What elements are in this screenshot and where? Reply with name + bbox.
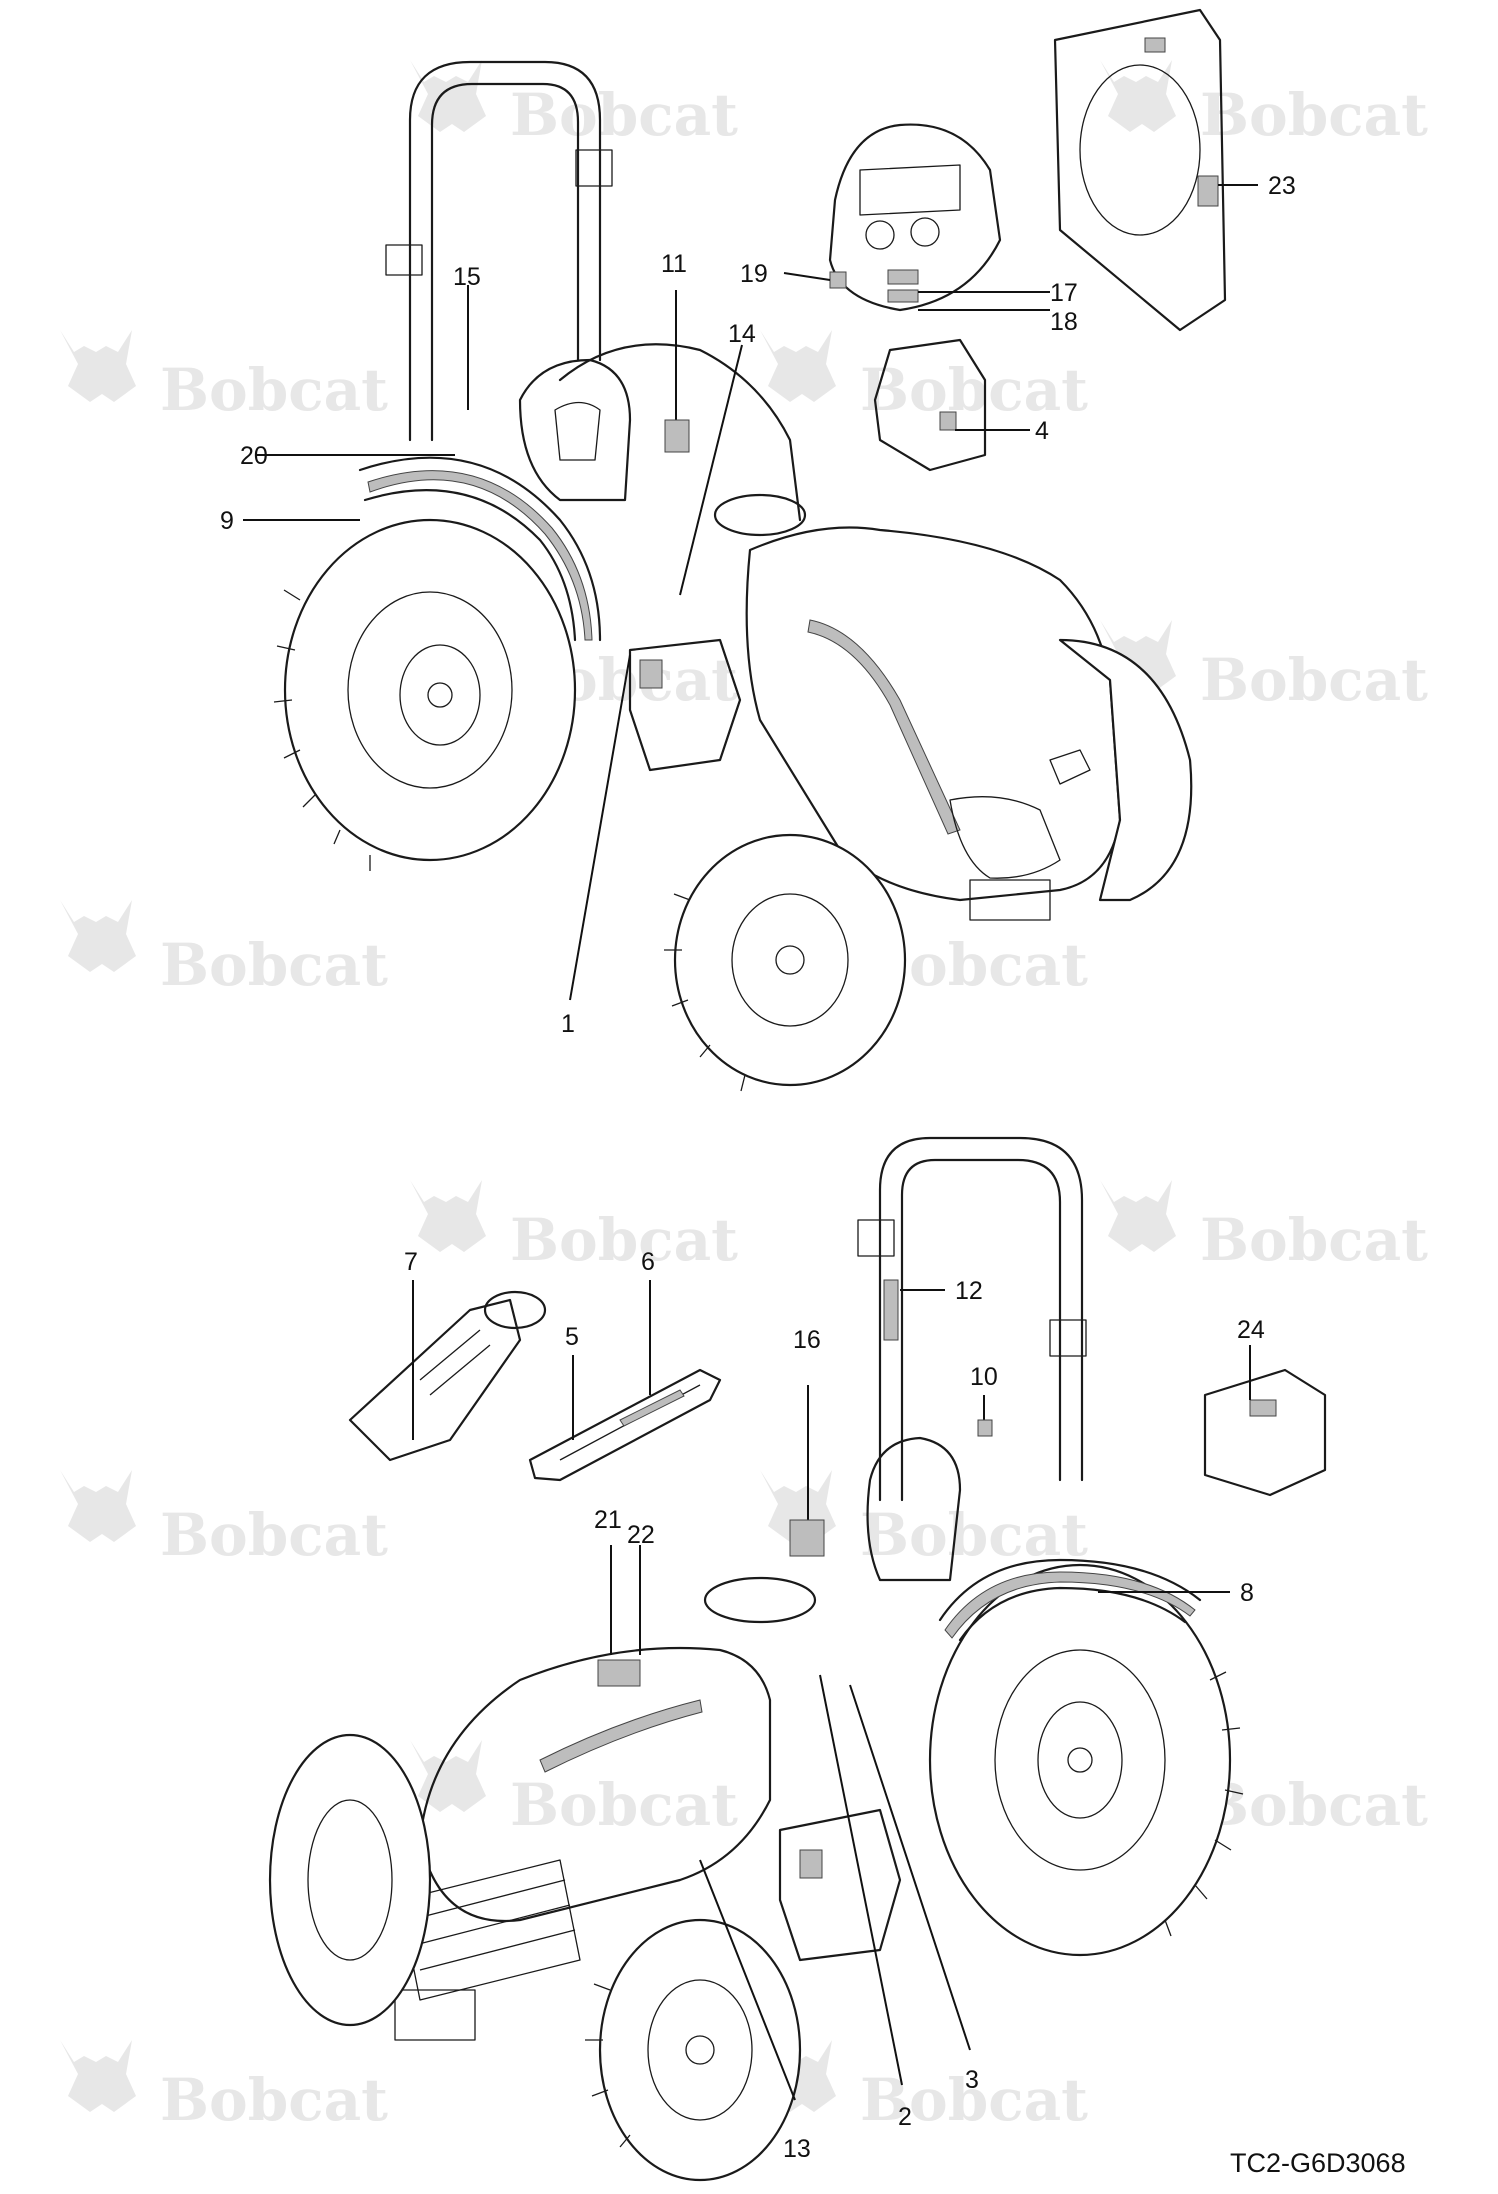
- callout-14: 14: [728, 320, 756, 348]
- leader-lines: [243, 184, 1258, 2101]
- watermark-text: Bobcat: [860, 1501, 1088, 1569]
- watermark-text: Bobcat: [860, 356, 1088, 424]
- watermark-text: Bobcat: [510, 1771, 738, 1839]
- callout-15: 15: [453, 263, 481, 291]
- callout-3: 3: [965, 2066, 979, 2094]
- callout-9: 9: [220, 507, 234, 535]
- callout-23: 23: [1268, 172, 1296, 200]
- callout-13: 13: [783, 2135, 811, 2163]
- watermark-text: Bobcat: [1200, 646, 1428, 714]
- watermark-text: Bobcat: [510, 81, 738, 149]
- watermark-text: Bobcat: [160, 1501, 388, 1569]
- floor-mat-part-7: [348, 1290, 547, 1462]
- callout-24: 24: [1237, 1316, 1265, 1344]
- callout-1: 1: [561, 1010, 575, 1038]
- watermark-text: Bobcat: [160, 356, 388, 424]
- callout-19: 19: [740, 260, 768, 288]
- floor-mat-part-5-6: [528, 1368, 722, 1482]
- watermark-text: Bobcat: [1200, 81, 1428, 149]
- callout-16: 16: [793, 1326, 821, 1354]
- watermark-text: Bobcat: [160, 2066, 388, 2134]
- callout-5: 5: [565, 1323, 579, 1351]
- callout-labels: 1 2 3 4 5 6 7 8 9 10 11 12 13 14 15 16 1…: [220, 172, 1406, 2178]
- watermark-text: Bobcat: [860, 2066, 1088, 2134]
- bottom-tractor-illustration: [268, 1136, 1244, 2182]
- callout-11: 11: [661, 250, 687, 278]
- watermark-text: Bobcat: [1200, 1771, 1428, 1839]
- callout-7: 7: [404, 1248, 418, 1276]
- callout-6: 6: [641, 1248, 655, 1276]
- reference-code: TC2-G6D3068: [1230, 2148, 1406, 2178]
- cover-part-24: [1203, 1368, 1327, 1497]
- callout-4: 4: [1035, 417, 1049, 445]
- callout-22: 22: [627, 1521, 655, 1549]
- callout-17: 17: [1050, 279, 1078, 307]
- callout-2: 2: [898, 2103, 912, 2131]
- top-tractor-illustration: [273, 60, 1193, 1092]
- cover-part: [873, 338, 987, 472]
- watermark-text: Bobcat: [510, 1206, 738, 1274]
- watermark-text: Bobcat: [1200, 1206, 1428, 1274]
- fan-shroud-part: [1053, 8, 1227, 332]
- watermark-text: Bobcat: [160, 931, 388, 999]
- callout-20: 20: [240, 442, 268, 470]
- callout-12: 12: [955, 1277, 983, 1305]
- callout-8: 8: [1240, 1579, 1254, 1607]
- callout-18: 18: [1050, 308, 1078, 336]
- callout-21: 21: [594, 1506, 622, 1534]
- callout-10: 10: [970, 1363, 998, 1391]
- instrument-panel-part: [828, 123, 1002, 312]
